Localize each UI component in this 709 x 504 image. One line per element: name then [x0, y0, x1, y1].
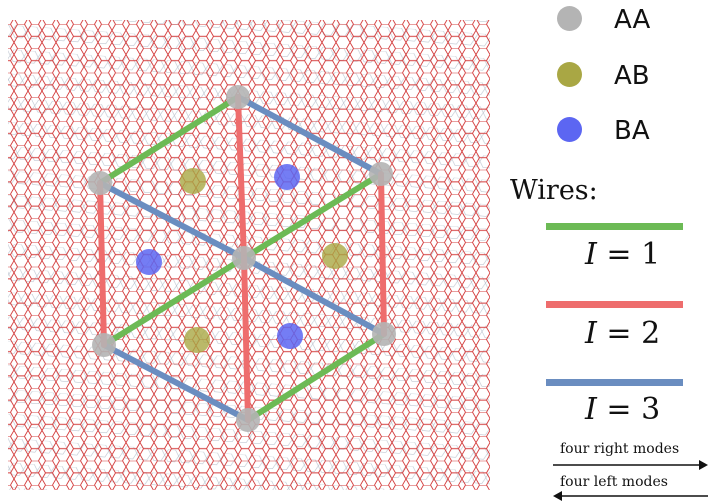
left-modes-label: four left modes [560, 474, 668, 490]
left-arrow-icon [553, 491, 708, 501]
ab-region [184, 327, 210, 353]
ba-regions [136, 164, 303, 349]
wire-eq-2: I = 2 [585, 316, 660, 351]
wires-title: Wires: [510, 175, 598, 206]
wire-blue [101, 342, 251, 423]
wire-eq-1: I = 1 [585, 237, 660, 272]
wire-red [241, 255, 251, 423]
legend-label-ab: AB [614, 61, 650, 91]
wire-green [241, 171, 384, 261]
wire-green [97, 94, 241, 186]
wire-blue [235, 94, 384, 177]
wire-network [97, 94, 387, 423]
wire-green [101, 255, 247, 348]
right-modes-label: four right modes [560, 441, 680, 457]
aa-node [232, 246, 256, 270]
right-arrow-icon [553, 460, 708, 470]
ba-region [277, 323, 303, 349]
wire-swatch-2 [546, 301, 683, 308]
ba-region [136, 249, 162, 275]
wire-eq-3: I = 3 [585, 392, 660, 427]
legend-dot-aa [557, 6, 582, 31]
wire-eq-text: = 3 [596, 392, 661, 427]
wire-symbol: I [585, 316, 597, 351]
wire-swatch-1 [546, 223, 683, 230]
aa-node [92, 333, 116, 357]
wire-green [245, 331, 387, 423]
wire-eq-text: = 1 [596, 237, 661, 272]
wire-red [235, 94, 247, 261]
wire-blue [97, 180, 247, 261]
aa-node [88, 171, 112, 195]
aa-node [369, 162, 393, 186]
ba-region [274, 164, 300, 190]
wire-eq-text: = 2 [596, 316, 661, 351]
ab-regions [180, 168, 348, 353]
wire-red [97, 180, 107, 348]
aa-node [236, 408, 260, 432]
legend-dot-ab [557, 62, 582, 87]
ab-region [322, 243, 348, 269]
aa-nodes [88, 85, 396, 432]
legend-label-aa: AA [614, 5, 651, 35]
legend-label-ba: BA [614, 116, 650, 146]
wire-symbol: I [585, 392, 597, 427]
wire-symbol: I [585, 237, 597, 272]
aa-node [226, 85, 250, 109]
legend-dot-ba [557, 117, 582, 142]
wire-red [378, 171, 387, 337]
wire-blue [241, 255, 387, 337]
wire-swatch-3 [546, 379, 683, 386]
ab-region [180, 168, 206, 194]
aa-node [372, 322, 396, 346]
